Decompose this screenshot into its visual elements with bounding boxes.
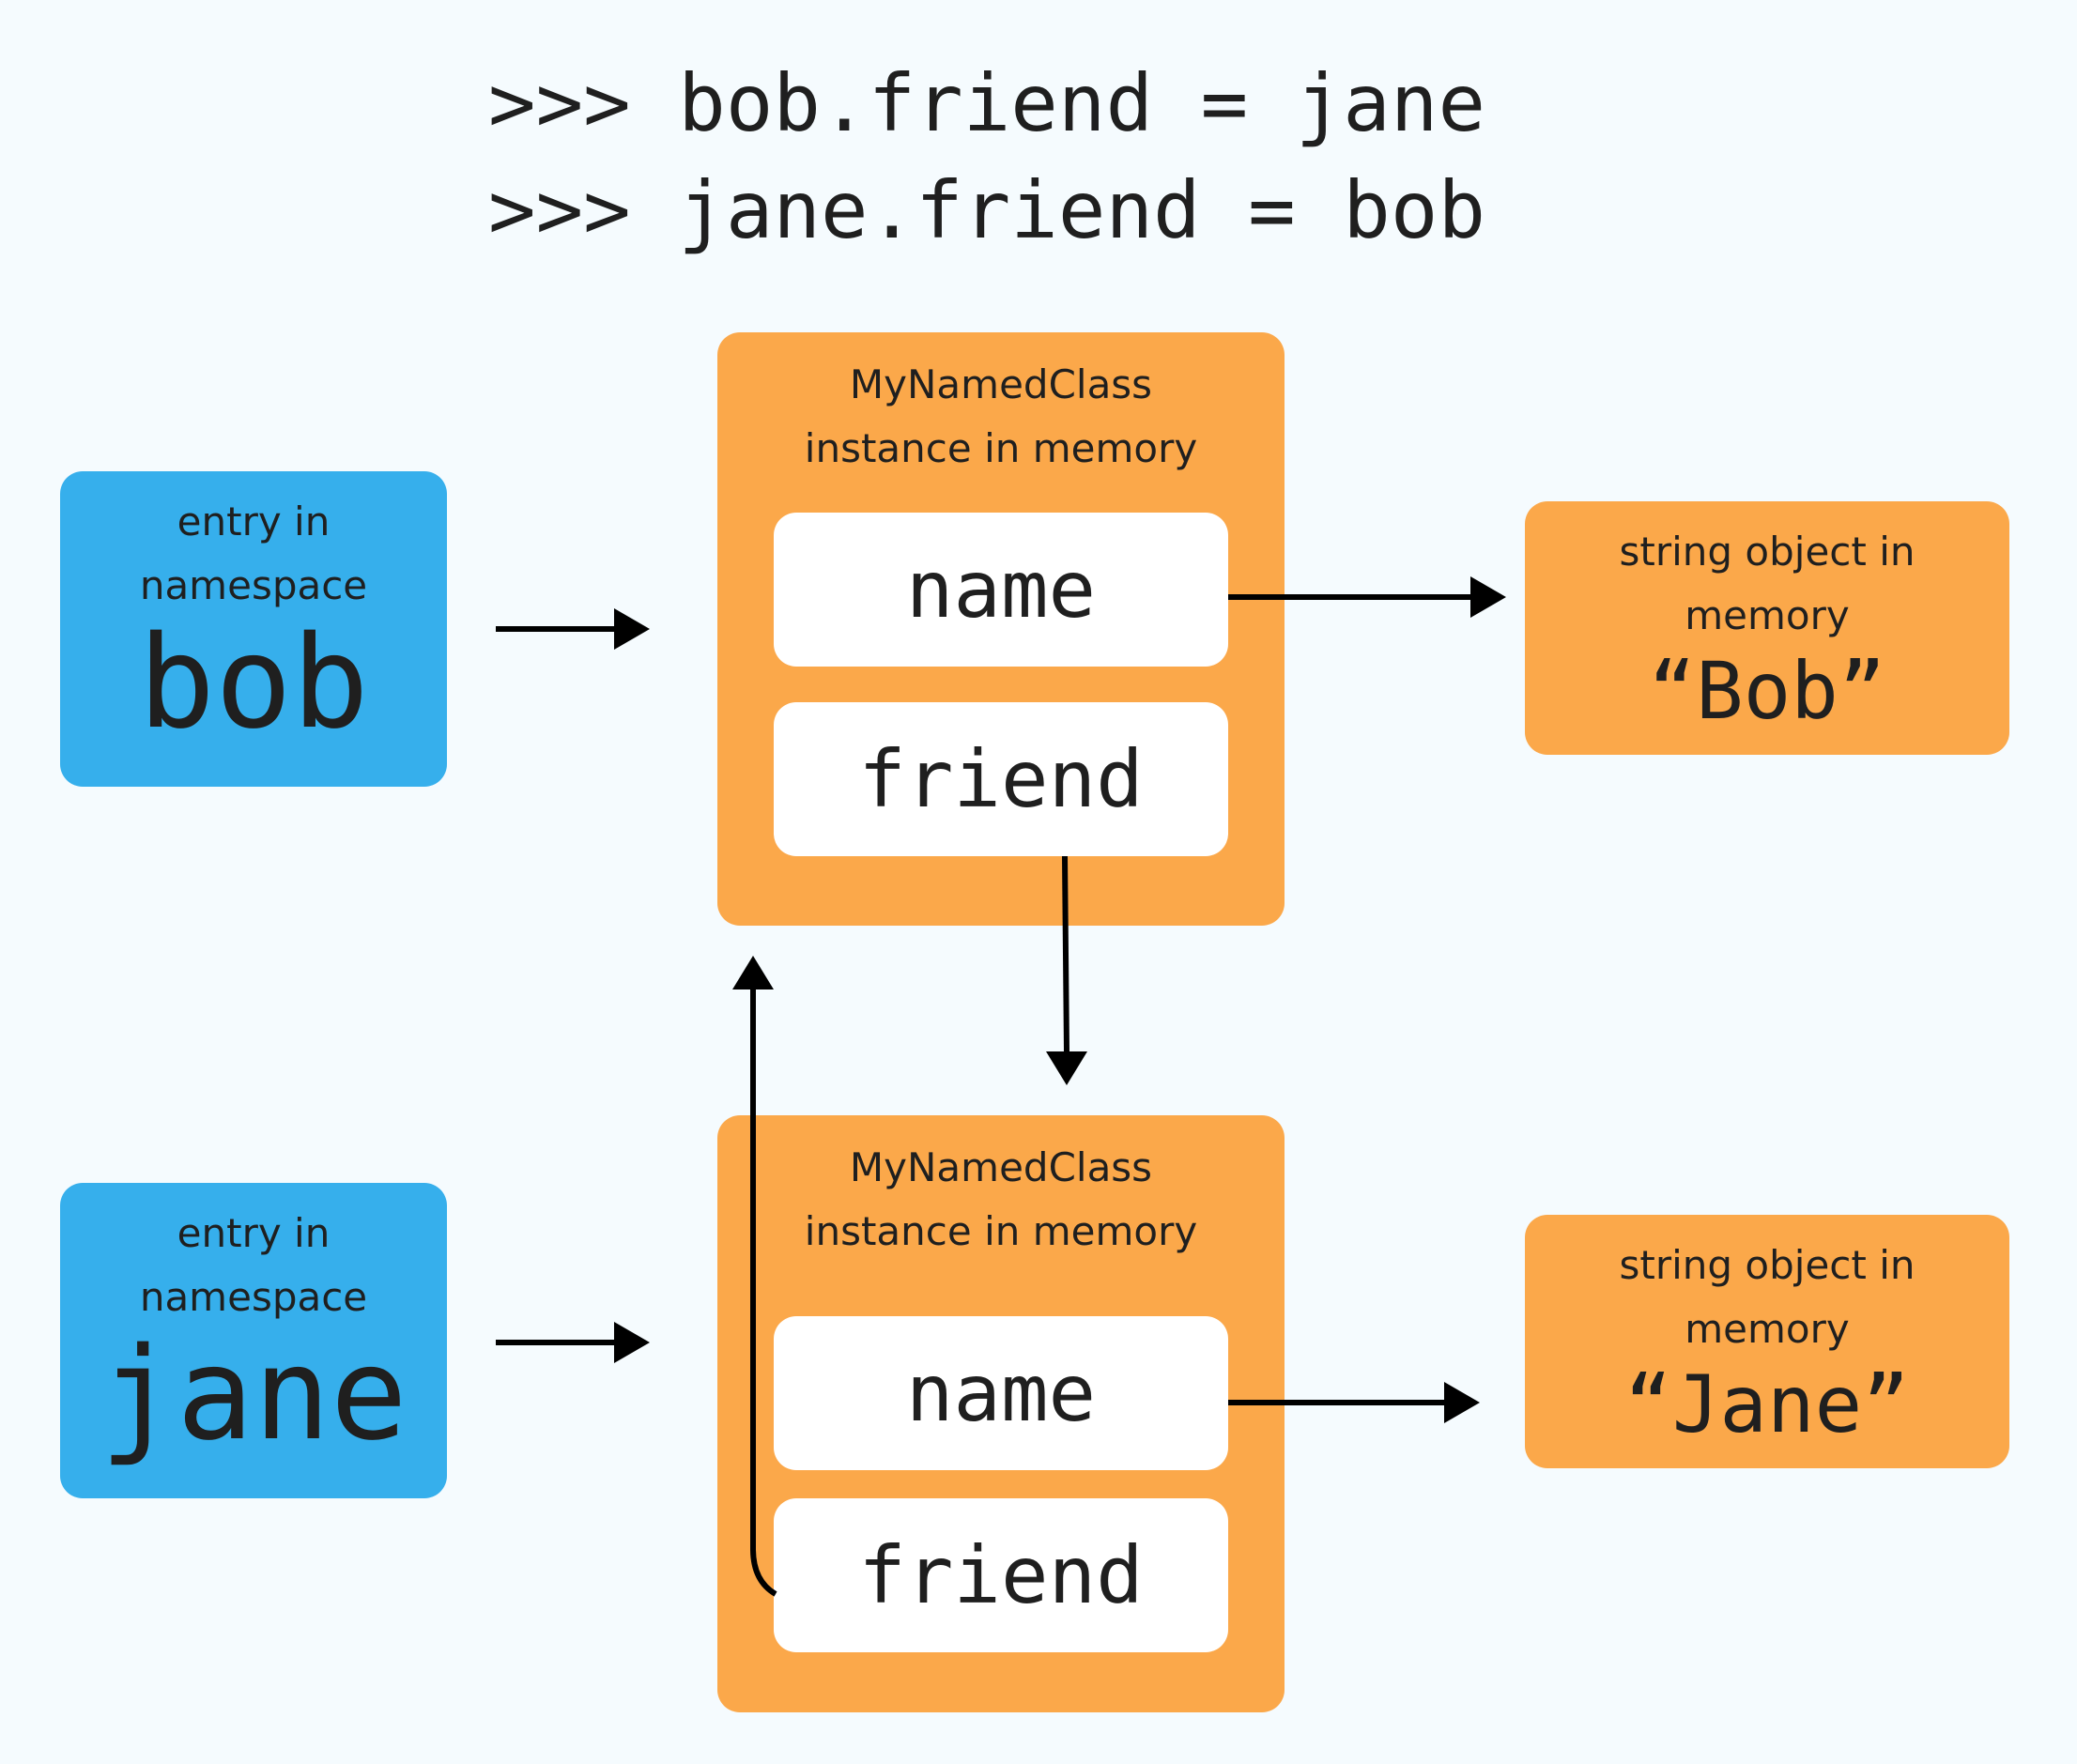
field-name-label: name <box>905 544 1097 636</box>
arrow-name-to-bob-string <box>1228 576 1506 618</box>
namespace-name-bob: bob <box>138 609 369 758</box>
field-name-box: name <box>774 1316 1228 1470</box>
namespace-caption-line2: namespace <box>139 562 368 608</box>
arrow-bob-to-instance <box>496 608 650 650</box>
string-value-jane: “Jane” <box>1624 1358 1910 1450</box>
string-caption-line1: string object in <box>1619 1242 1915 1288</box>
field-name-box: name <box>774 513 1228 667</box>
arrow-name-to-jane-string <box>1228 1382 1480 1423</box>
arrow-jane-friend-to-bob-instance <box>732 956 777 1597</box>
string-caption-line1: string object in <box>1619 529 1915 575</box>
string-object-jane: string object in memory “Jane” <box>1525 1215 2009 1468</box>
code-line-jane-friend: >>> jane.friend = bob <box>488 164 1486 256</box>
instance-bob: MyNamedClass instance in memory name fri… <box>717 332 1285 926</box>
instance-title-line2: instance in memory <box>804 1208 1198 1254</box>
instance-jane: MyNamedClass instance in memory name fri… <box>717 1115 1285 1712</box>
namespace-caption-line2: namespace <box>139 1274 368 1320</box>
namespace-entry-bob: entry in namespace bob <box>60 471 447 787</box>
field-friend-box: friend <box>774 1498 1228 1652</box>
string-object-bob: string object in memory “Bob” <box>1525 501 2009 755</box>
string-value-bob: “Bob” <box>1648 645 1886 737</box>
instance-title-line1: MyNamedClass <box>849 361 1153 407</box>
namespace-entry-jane: entry in namespace jane <box>60 1183 447 1498</box>
field-friend-label: friend <box>858 733 1144 825</box>
field-name-label: name <box>905 1347 1097 1439</box>
namespace-caption-line1: entry in <box>177 499 331 545</box>
string-caption-line2: memory <box>1685 1306 1850 1352</box>
string-caption-line2: memory <box>1685 592 1850 638</box>
field-friend-label: friend <box>858 1529 1144 1621</box>
instance-title-line1: MyNamedClass <box>849 1144 1153 1190</box>
field-friend-box: friend <box>774 702 1228 856</box>
namespace-name-jane: jane <box>100 1321 408 1469</box>
namespace-caption-line1: entry in <box>177 1210 331 1256</box>
code-line-bob-friend: >>> bob.friend = jane <box>488 57 1486 149</box>
arrow-bob-friend-to-jane-instance <box>1046 855 1087 1085</box>
instance-title-line2: instance in memory <box>804 425 1198 471</box>
arrow-jane-to-instance <box>496 1322 650 1363</box>
